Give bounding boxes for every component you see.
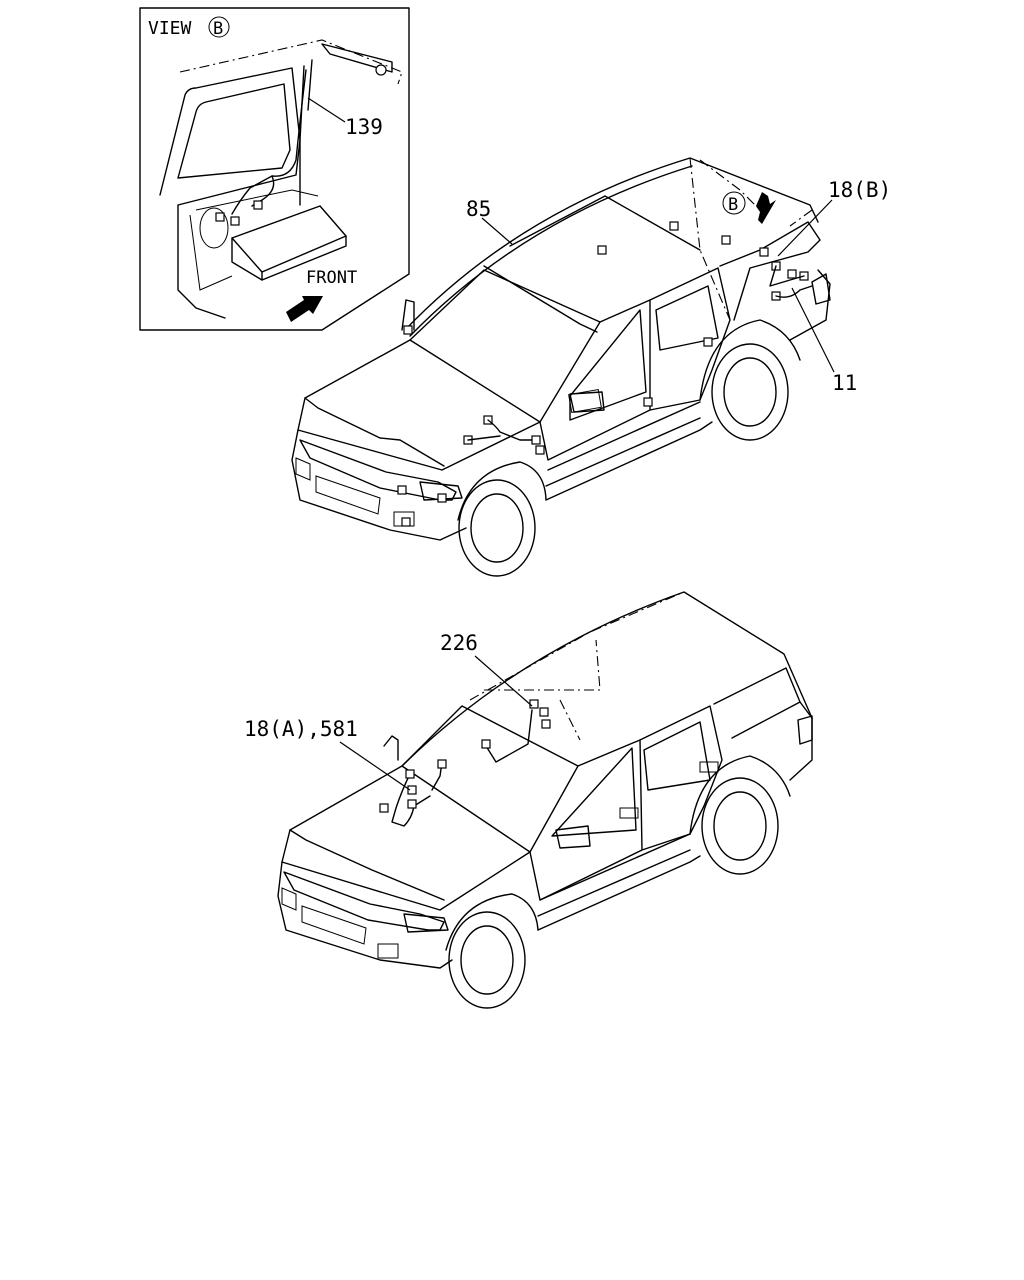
bottom-vehicle-rear-wheel <box>701 777 779 875</box>
label-body-harness: 11 <box>832 371 857 395</box>
top-vehicle-view-marker-circle <box>722 191 746 215</box>
inset-connector <box>215 212 225 222</box>
top-vehicle-mirror <box>569 391 605 413</box>
bottom-vehicle-connector <box>529 699 539 709</box>
bottom-vehicle-grille <box>283 871 445 931</box>
label-roof-harness: 85 <box>466 197 491 221</box>
top-vehicle-headlight <box>419 481 463 501</box>
bottom-vehicle-roof <box>401 591 813 767</box>
top-vehicle-connector <box>597 245 607 255</box>
top-vehicle-tail-lamp <box>811 273 831 305</box>
inset-quarter-window <box>177 83 291 179</box>
bottom-vehicle-windshield <box>401 705 579 853</box>
inset-direction-label: FRONT <box>306 268 357 288</box>
bottom-vehicle-rear-door <box>639 705 723 851</box>
top-vehicle-front-door <box>539 299 651 461</box>
inset-part-label: 139 <box>345 115 383 139</box>
view-arrow-icon <box>756 192 776 224</box>
inset-body-panel <box>159 67 301 319</box>
label-dash-harness: 226 <box>440 631 478 655</box>
top-vehicle-view-marker: B <box>728 195 738 215</box>
bottom-vehicle-headlight <box>403 913 449 933</box>
inset-roof-clip <box>375 64 387 76</box>
top-vehicle-rear-wheel <box>711 343 789 441</box>
inset-title-marker-circle <box>208 16 230 38</box>
inset-title: VIEW <box>148 18 192 39</box>
top-vehicle-rear-door <box>649 267 731 411</box>
inset-cargo-box <box>231 205 347 273</box>
front-arrow-icon <box>286 296 323 322</box>
top-vehicle-grille <box>299 439 457 501</box>
view-b-inset: VIEW B 139 FRONT <box>139 7 410 331</box>
bottom-vehicle: 226 18(A),581 <box>244 591 813 1009</box>
inset-frame <box>139 7 410 331</box>
bottom-vehicle-front-door <box>529 739 643 901</box>
bottom-vehicle-mirror <box>555 825 591 849</box>
inset-harness-139 <box>231 69 307 215</box>
top-vehicle-front-wheel <box>458 479 536 577</box>
top-vehicle-roof <box>404 157 819 331</box>
inset-leader-139 <box>307 97 346 123</box>
inset-title-marker: B <box>213 19 223 39</box>
label-rear-harness: 18(B) <box>828 178 891 202</box>
dash-harness <box>485 709 533 763</box>
bottom-vehicle-front-wheel <box>448 911 526 1009</box>
label-engine-harness: 18(A),581 <box>244 717 358 741</box>
top-vehicle: B 85 18(B) 11 <box>291 157 891 577</box>
